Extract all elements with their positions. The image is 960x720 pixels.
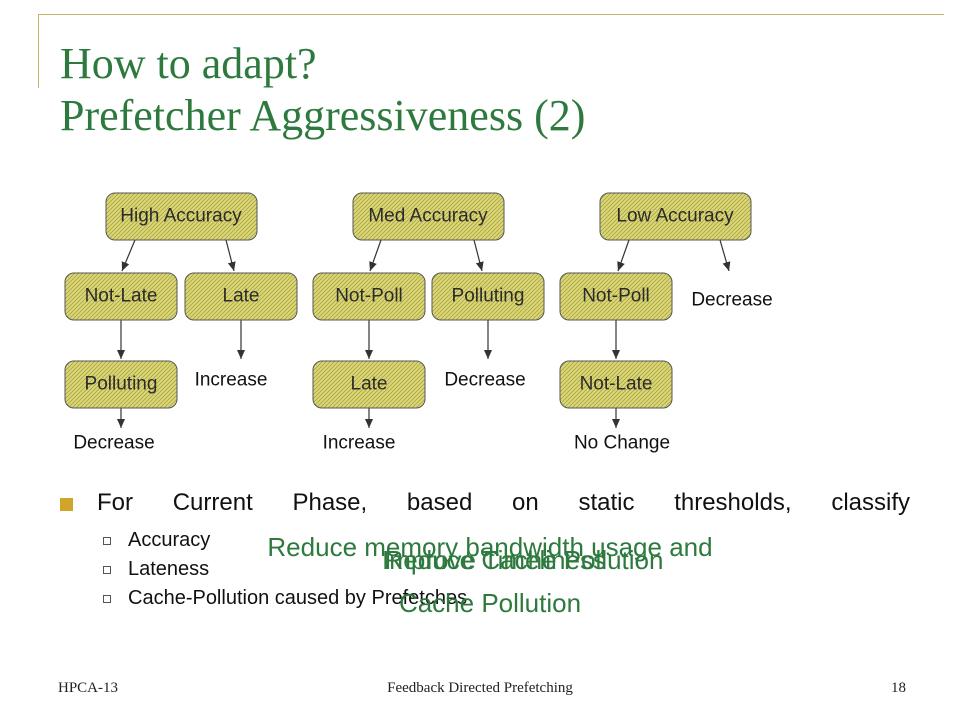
action-decrease-3: Decrease <box>691 290 772 311</box>
node-not-late-2: Not-Late <box>559 360 673 409</box>
slide-title: How to adapt? Prefetcher Aggressiveness … <box>60 38 585 142</box>
node-high-accuracy: High Accuracy <box>105 192 258 241</box>
svg-text:Low Accuracy: Low Accuracy <box>616 206 734 227</box>
sub-bullet: Accuracy <box>60 526 910 555</box>
edge-med-to-notpoll <box>369 239 382 272</box>
bullet-list: For Current Phase, based on static thres… <box>60 486 910 613</box>
svg-text:Not-Poll: Not-Poll <box>335 286 403 307</box>
node-late-1: Late <box>184 272 298 321</box>
node-late-2: Late <box>312 360 426 409</box>
sub-bullet-text: Accuracy <box>128 529 211 551</box>
svg-text:Late: Late <box>351 374 388 395</box>
node-med-accuracy: Med Accuracy <box>352 192 505 241</box>
node-polluting-2: Polluting <box>431 272 545 321</box>
sub-bullet-text: Lateness <box>128 558 210 580</box>
svg-text:Not-Poll: Not-Poll <box>582 286 650 307</box>
node-not-poll-1: Not-Poll <box>312 272 426 321</box>
node-not-poll-2: Not-Poll <box>559 272 673 321</box>
svg-text:Polluting: Polluting <box>85 374 158 395</box>
slide-title-line-2: Prefetcher Aggressiveness (2) <box>60 91 586 140</box>
svg-text:Polluting: Polluting <box>452 286 525 307</box>
svg-text:Med Accuracy: Med Accuracy <box>368 206 488 227</box>
action-decrease-1: Decrease <box>73 433 154 454</box>
bullet-main-text: For Current Phase, based on static thres… <box>97 489 910 516</box>
sub-bullet-icon <box>103 595 111 603</box>
slide-title-line-1: How to adapt? <box>60 39 317 88</box>
overlay-cache-pollution: Cache Pollution <box>398 588 582 618</box>
overlay-reduce-pollution: Reduce Cache Pollution <box>384 545 664 575</box>
frame-line-horizontal <box>38 14 944 15</box>
node-polluting-1: Polluting <box>64 360 178 409</box>
bullet-square-icon <box>60 498 73 511</box>
footer-left: HPCA-13 <box>58 680 119 696</box>
footer-page-number: 18 <box>891 680 906 696</box>
bullet-main: For Current Phase, based on static thres… <box>60 486 910 520</box>
overlay-reduce-bandwidth: Reduce memory bandwidth usage and <box>267 532 713 562</box>
sub-bullet-text: Cache-Pollution caused by Prefetches <box>128 587 468 609</box>
action-no-change: No Change <box>574 433 670 454</box>
action-increase-2: Increase <box>323 433 396 454</box>
svg-text:High Accuracy: High Accuracy <box>120 206 242 227</box>
sub-bullet-icon <box>103 537 111 545</box>
sub-bullet: Lateness <box>60 555 910 584</box>
frame-line-vertical <box>38 14 39 88</box>
sub-bullet-icon <box>103 566 111 574</box>
overlay-improve-timeliness: Improve Timeliness <box>382 545 606 575</box>
edge-low-to-decrease <box>719 239 731 272</box>
edge-low-to-notpoll <box>617 239 630 272</box>
svg-text:Not-Late: Not-Late <box>580 374 653 395</box>
action-decrease-2: Decrease <box>444 370 525 391</box>
svg-text:Late: Late <box>223 286 260 307</box>
sub-bullet: Cache-Pollution caused by Prefetches <box>60 584 910 613</box>
action-increase-1: Increase <box>195 370 268 391</box>
edge-high-to-notlate <box>121 239 136 272</box>
svg-text:Not-Late: Not-Late <box>85 286 158 307</box>
edge-high-to-late <box>225 239 236 272</box>
edge-med-to-polluting <box>473 239 484 272</box>
diagram-edges <box>117 239 731 428</box>
footer-center: Feedback Directed Prefetching <box>387 680 573 696</box>
node-low-accuracy: Low Accuracy <box>599 192 752 241</box>
node-not-late-1: Not-Late <box>64 272 178 321</box>
